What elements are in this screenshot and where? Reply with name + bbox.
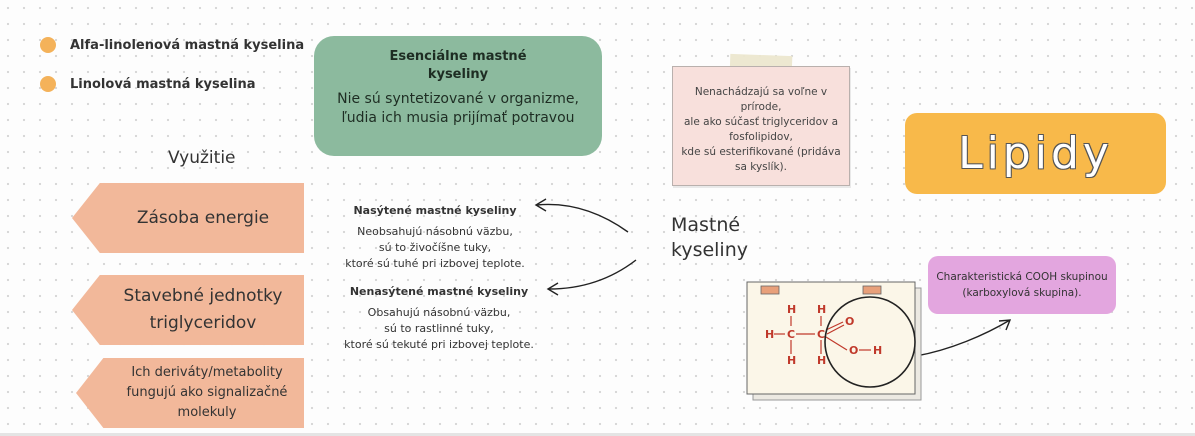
- atom: O: [849, 344, 858, 357]
- pin-left: [760, 285, 780, 295]
- arrowhead-saturated: [534, 198, 547, 212]
- arrow-to-saturated: [536, 203, 629, 233]
- cooh-group-box: Charakteristická COOH skupinou (karboxyl…: [928, 256, 1116, 314]
- atom: H: [873, 344, 882, 357]
- essential-body: Nie sú syntetizované v organizme, ľudia …: [337, 91, 579, 126]
- saturated-section: Nasýtené mastné kyseliny Neobsahujú náso…: [330, 204, 540, 272]
- arrow-to-unsaturated: [548, 259, 637, 290]
- magnifier-circle: [824, 296, 916, 388]
- cooh-line: (karboxylová skupina).: [962, 287, 1082, 299]
- molecule-card: H C C O O H H H H H: [746, 281, 922, 401]
- use-signaling: Ich deriváty/metabolity fungujú ako sign…: [76, 358, 304, 428]
- text-line: Obsahujú násobnú väzbu,: [367, 306, 511, 319]
- bullet-icon: [40, 76, 56, 92]
- atom: H: [817, 303, 826, 316]
- bullet-icon: [40, 37, 56, 53]
- bottom-divider: [0, 433, 1195, 436]
- use-label: Ich deriváty/metabolity fungujú ako sign…: [126, 365, 288, 420]
- text-line: ktoré sú tekuté pri izbovej teplote.: [344, 338, 534, 351]
- bonds: [774, 316, 871, 354]
- label-line: kyseliny: [671, 239, 749, 261]
- text-line: sú to živočíšne tuky,: [378, 241, 492, 254]
- use-energy-storage: Zásoba energie: [72, 183, 304, 253]
- atom: O: [845, 315, 854, 328]
- saturated-title: Nasýtené mastné kyseliny: [353, 204, 517, 217]
- note-line: prírode,: [740, 101, 782, 113]
- text-line: Neobsahujú násobnú väzbu,: [357, 225, 513, 238]
- essential-fatty-acids-box: Esenciálne mastné kyseliny Nie sú syntet…: [314, 36, 602, 156]
- unsaturated-body: Obsahujú násobnú väzbu, sú to rastlinné …: [334, 305, 544, 353]
- note-line: Nenachádzajú sa voľne v: [694, 86, 828, 98]
- use-label: Stavebné jednotky triglyceridov: [123, 286, 283, 333]
- atom: H: [765, 328, 774, 341]
- note-line: kde sú esterifikované (pridáva: [681, 146, 841, 158]
- atom: C: [817, 328, 825, 341]
- note-line: ale ako súčasť triglyceridov a: [684, 116, 838, 128]
- label-line: Mastné: [671, 214, 741, 236]
- legend-label: Alfa-linolenová mastná kyselina: [70, 37, 305, 53]
- cooh-line: Charakteristická COOH skupinou: [936, 271, 1108, 283]
- use-label: Zásoba energie: [136, 208, 270, 228]
- pin-right: [862, 285, 882, 295]
- esterification-note: Nenachádzajú sa voľne v prírode, ale ako…: [672, 66, 850, 186]
- lipidy-title-box: Lipidy: [905, 113, 1166, 194]
- essential-title: Esenciálne mastné kyseliny: [389, 49, 527, 82]
- legend-label: Linolová mastná kyselina: [70, 76, 256, 92]
- text-line: ktoré sú tuhé pri izbovej teplote.: [345, 257, 525, 270]
- unsaturated-title: Nenasýtené mastné kyseliny: [349, 285, 529, 298]
- atom: H: [787, 303, 796, 316]
- saturated-body: Neobsahujú násobnú väzbu, sú to živočíšn…: [330, 224, 540, 272]
- use-building-units: Stavebné jednotky triglyceridov: [72, 275, 304, 345]
- atom: C: [787, 328, 795, 341]
- note-line: fosfolipidov,: [729, 131, 793, 143]
- unsaturated-section: Nenasýtené mastné kyseliny Obsahujú náso…: [334, 285, 544, 353]
- lipidy-title: Lipidy: [958, 128, 1113, 179]
- fatty-acids-label: Mastné kyseliny: [671, 213, 748, 263]
- arrow-to-cooh: [915, 319, 1011, 357]
- atoms: H C C O O H H H H H: [765, 303, 882, 367]
- text-line: sú to rastlinné tuky,: [384, 322, 494, 335]
- atom: H: [787, 354, 796, 367]
- legend-item-linoleic: Linolová mastná kyselina: [40, 76, 256, 92]
- legend-item-alpha-linolenic: Alfa-linolenová mastná kyselina: [40, 37, 304, 53]
- arrowhead-unsaturated: [546, 282, 559, 296]
- note-line: sa kyslík).: [735, 161, 787, 173]
- arrowhead-cooh: [998, 319, 1012, 331]
- vyuzitie-heading: Využitie: [168, 148, 236, 168]
- atom: H: [817, 354, 826, 367]
